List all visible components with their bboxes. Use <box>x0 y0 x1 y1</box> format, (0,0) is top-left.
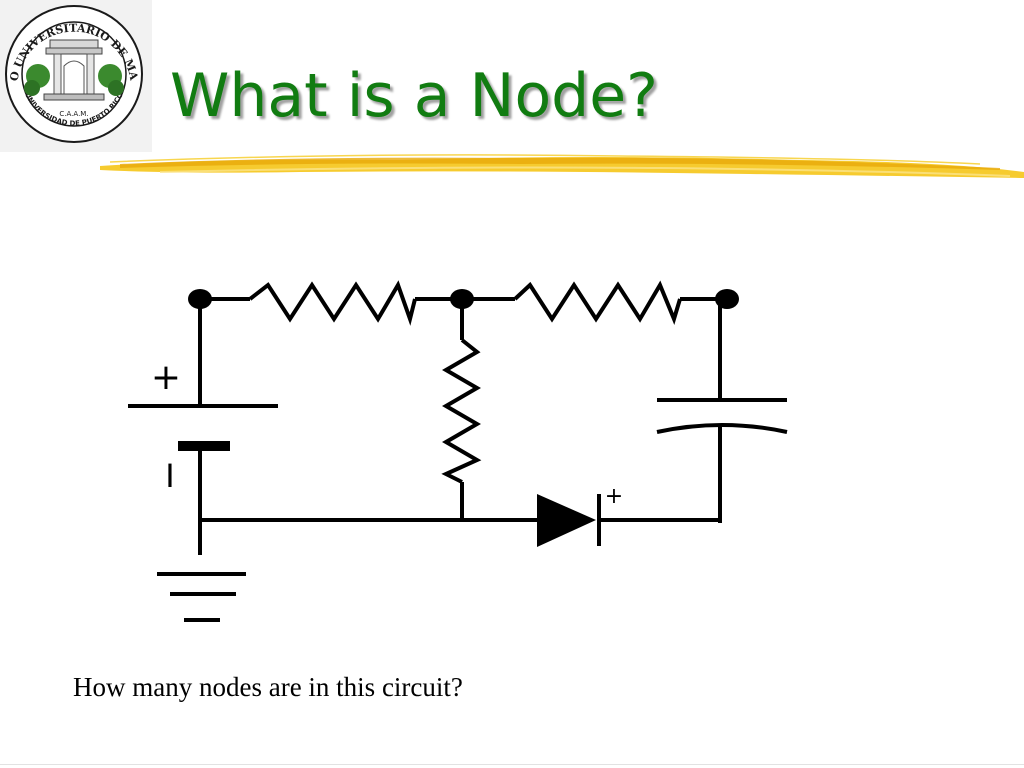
university-seal-logo: RECINTO UNIVERSITARIO DE MAYAGÜEZ UNIVER… <box>0 0 152 152</box>
diode-plus-label: + <box>605 484 623 509</box>
svg-text:C.A.A.M.: C.A.A.M. <box>59 110 88 118</box>
battery-short-plate <box>178 441 230 451</box>
title-highlight-stroke <box>100 154 1024 178</box>
resistor-r1 <box>248 280 417 326</box>
question-text: How many nodes are in this circuit? <box>73 672 463 702</box>
battery-minus-label: I <box>165 457 174 495</box>
node-dot-middle <box>450 289 474 309</box>
resistor-r3 <box>441 338 482 484</box>
battery-plus-label: + <box>151 357 181 398</box>
node-dot-right <box>715 289 739 309</box>
slide-title: What is a Node? <box>170 61 658 131</box>
bottom-divider <box>0 764 1024 765</box>
diode-triangle <box>537 494 596 547</box>
node-dot-left <box>188 289 212 309</box>
resistor-r2 <box>513 280 682 325</box>
